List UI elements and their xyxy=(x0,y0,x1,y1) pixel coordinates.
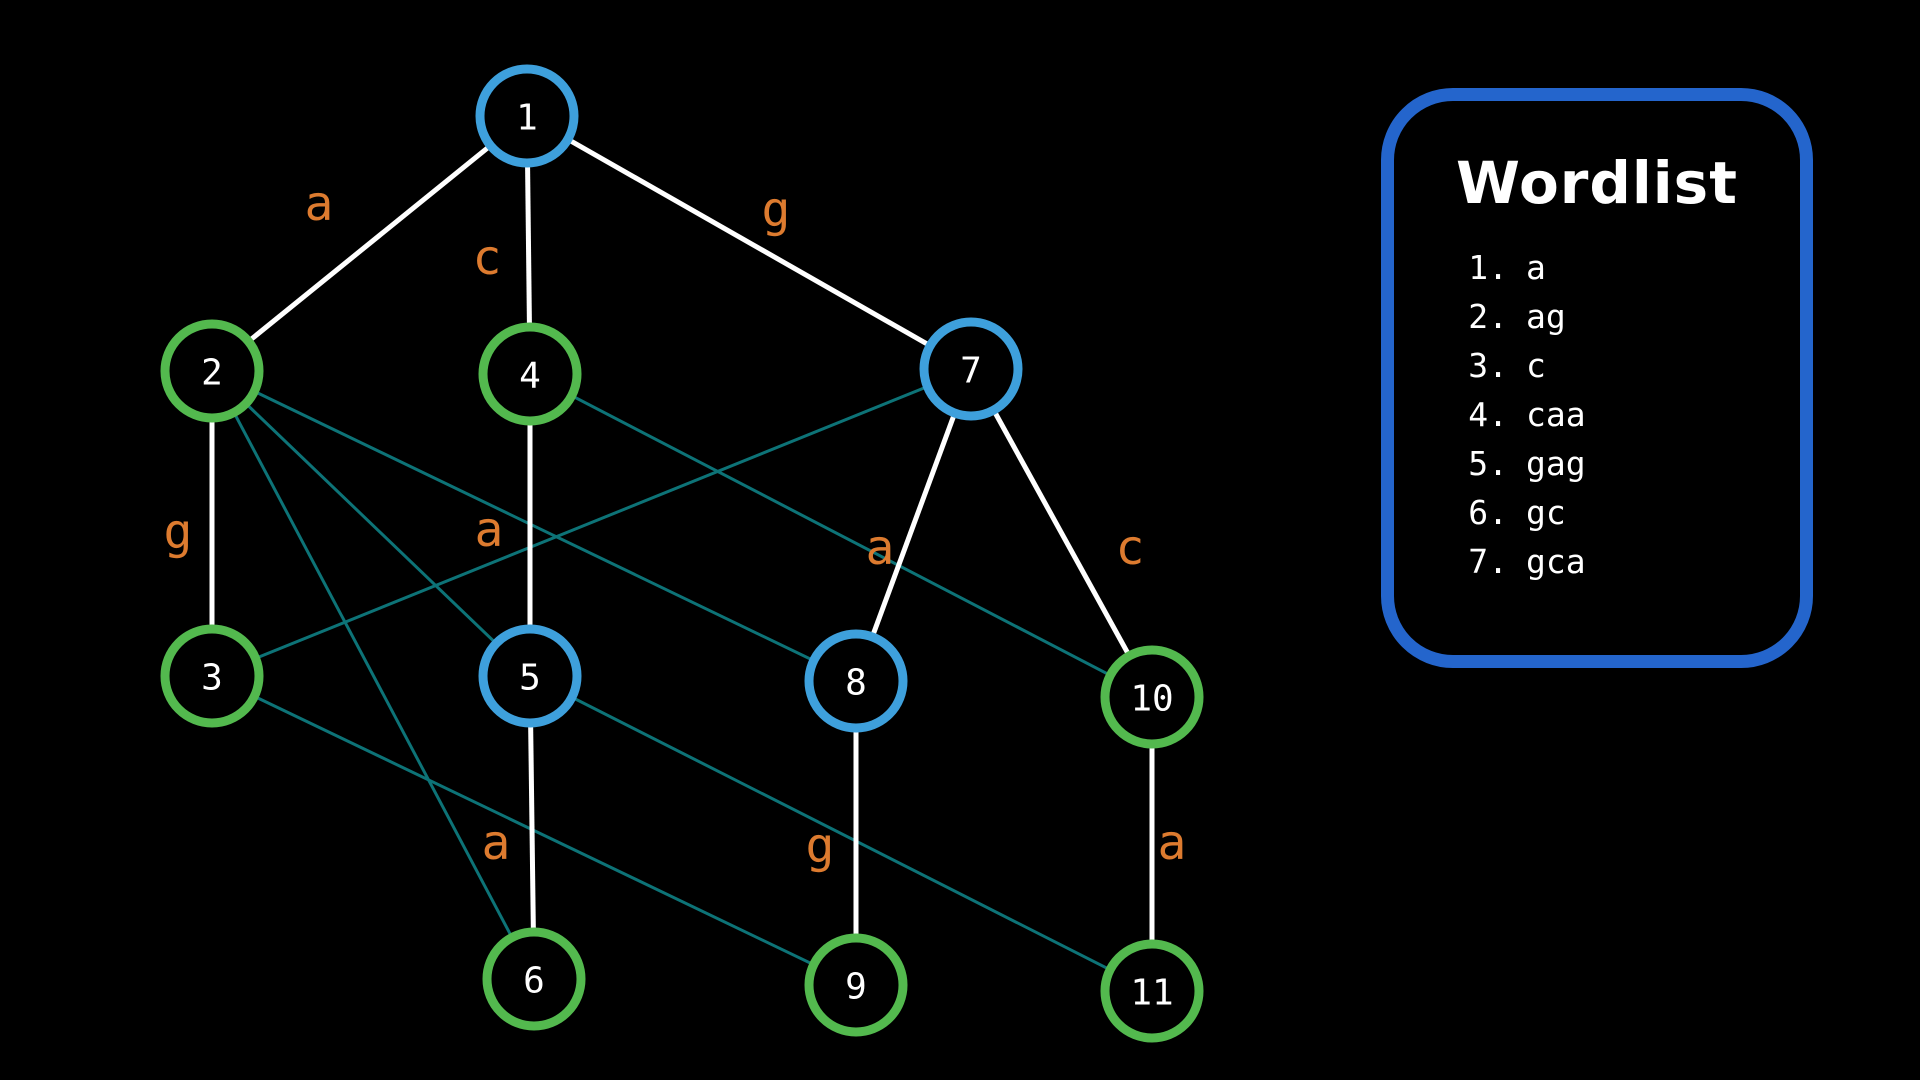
wordlist-item-1: 1. a xyxy=(1456,243,1800,292)
edge-label-5-6: a xyxy=(482,815,511,871)
node-2-label: 2 xyxy=(201,353,223,394)
wordlist-item-5-number: 5. xyxy=(1468,444,1508,483)
node-4: 4 xyxy=(478,322,582,426)
node-9-label: 9 xyxy=(845,967,867,1008)
edge-label-2-3: g xyxy=(164,504,193,560)
edge-label-7-8: a xyxy=(866,520,895,576)
node-11: 11 xyxy=(1100,939,1204,1043)
wordlist-panel: Wordlist 1. a 2. ag 3. c 4. caa 5. gag xyxy=(1381,88,1813,668)
node-3-circle xyxy=(160,624,264,728)
wordlist-title: Wordlist xyxy=(1456,149,1738,217)
node-10-label: 10 xyxy=(1130,679,1173,720)
node-9: 9 xyxy=(804,933,908,1037)
node-2: 2 xyxy=(160,319,264,423)
wordlist-item-1-number: 1. xyxy=(1468,248,1508,287)
wordlist-item-1-word: a xyxy=(1526,248,1546,287)
node-8: 8 xyxy=(804,629,908,733)
node-9-circle xyxy=(804,933,908,1037)
node-3-label: 3 xyxy=(201,658,223,699)
node-4-label: 4 xyxy=(519,356,541,397)
suffix-link-3-7 xyxy=(211,367,972,678)
wordlist-item-7: 7. gca xyxy=(1456,537,1800,586)
edge-label-7-10: c xyxy=(1116,520,1145,576)
suffix-link-8-2 xyxy=(211,369,857,683)
wordlist-item-6-number: 6. xyxy=(1468,493,1508,532)
wordlist-item-4: 4. caa xyxy=(1456,390,1800,439)
node-1-label: 1 xyxy=(516,98,538,139)
tree-edge-1-2 xyxy=(210,114,529,373)
node-2-circle xyxy=(160,319,264,423)
node-5-circle xyxy=(478,624,582,728)
node-7: 7 xyxy=(919,317,1023,421)
edge-label-1-2: a xyxy=(305,176,334,232)
wordlist-item-3-word: c xyxy=(1526,346,1546,385)
node-5: 5 xyxy=(478,624,582,728)
wordlist-item-3: 3. c xyxy=(1456,341,1800,390)
wordlist-item-2: 2. ag xyxy=(1456,292,1800,341)
suffix-link-5-2 xyxy=(210,369,532,678)
node-4-circle xyxy=(478,322,582,426)
wordlist-items: 1. a 2. ag 3. c 4. caa 5. gag 6. gc xyxy=(1394,243,1800,586)
wordlist-item-2-word: ag xyxy=(1526,297,1566,336)
wordlist-item-6-word: gc xyxy=(1526,493,1566,532)
wordlist-item-4-word: caa xyxy=(1526,395,1586,434)
node-6-circle xyxy=(482,927,586,1031)
wordlist-item-6: 6. gc xyxy=(1456,488,1800,537)
node-8-circle xyxy=(804,629,908,733)
suffix-link-6-2 xyxy=(210,370,536,980)
node-11-label: 11 xyxy=(1130,973,1173,1014)
node-6-label: 6 xyxy=(523,961,545,1002)
node-6: 6 xyxy=(482,927,586,1031)
tree-edge-1-7 xyxy=(525,113,973,372)
edge-label-4-5: a xyxy=(475,502,504,558)
suffix-link-11-5 xyxy=(529,674,1153,993)
wordlist-item-7-number: 7. xyxy=(1468,542,1508,581)
node-8-label: 8 xyxy=(845,663,867,704)
node-11-circle xyxy=(1100,939,1204,1043)
node-10-circle xyxy=(1100,645,1204,749)
suffix-link-10-4 xyxy=(529,372,1153,699)
node-10: 10 xyxy=(1100,645,1204,749)
wordlist-item-4-number: 4. xyxy=(1468,395,1508,434)
wordlist-item-5: 5. gag xyxy=(1456,439,1800,488)
node-1-circle xyxy=(475,64,579,168)
wordlist-item-7-word: gca xyxy=(1526,542,1586,581)
node-1: 1 xyxy=(475,64,579,168)
edge-label-10-11: a xyxy=(1158,815,1187,871)
wordlist-item-5-word: gag xyxy=(1526,444,1586,483)
node-7-circle xyxy=(919,317,1023,421)
node-5-label: 5 xyxy=(519,658,541,699)
tree-edge-7-10 xyxy=(968,367,1155,699)
node-7-label: 7 xyxy=(960,351,982,392)
node-3: 3 xyxy=(160,624,264,728)
edge-label-1-7: g xyxy=(762,182,791,238)
tree-edge-7-8 xyxy=(853,368,974,682)
wordlist-item-3-number: 3. xyxy=(1468,346,1508,385)
edge-label-1-4: c xyxy=(473,230,502,286)
wordlist-item-2-number: 2. xyxy=(1468,297,1508,336)
edge-label-8-9: g xyxy=(806,818,835,874)
